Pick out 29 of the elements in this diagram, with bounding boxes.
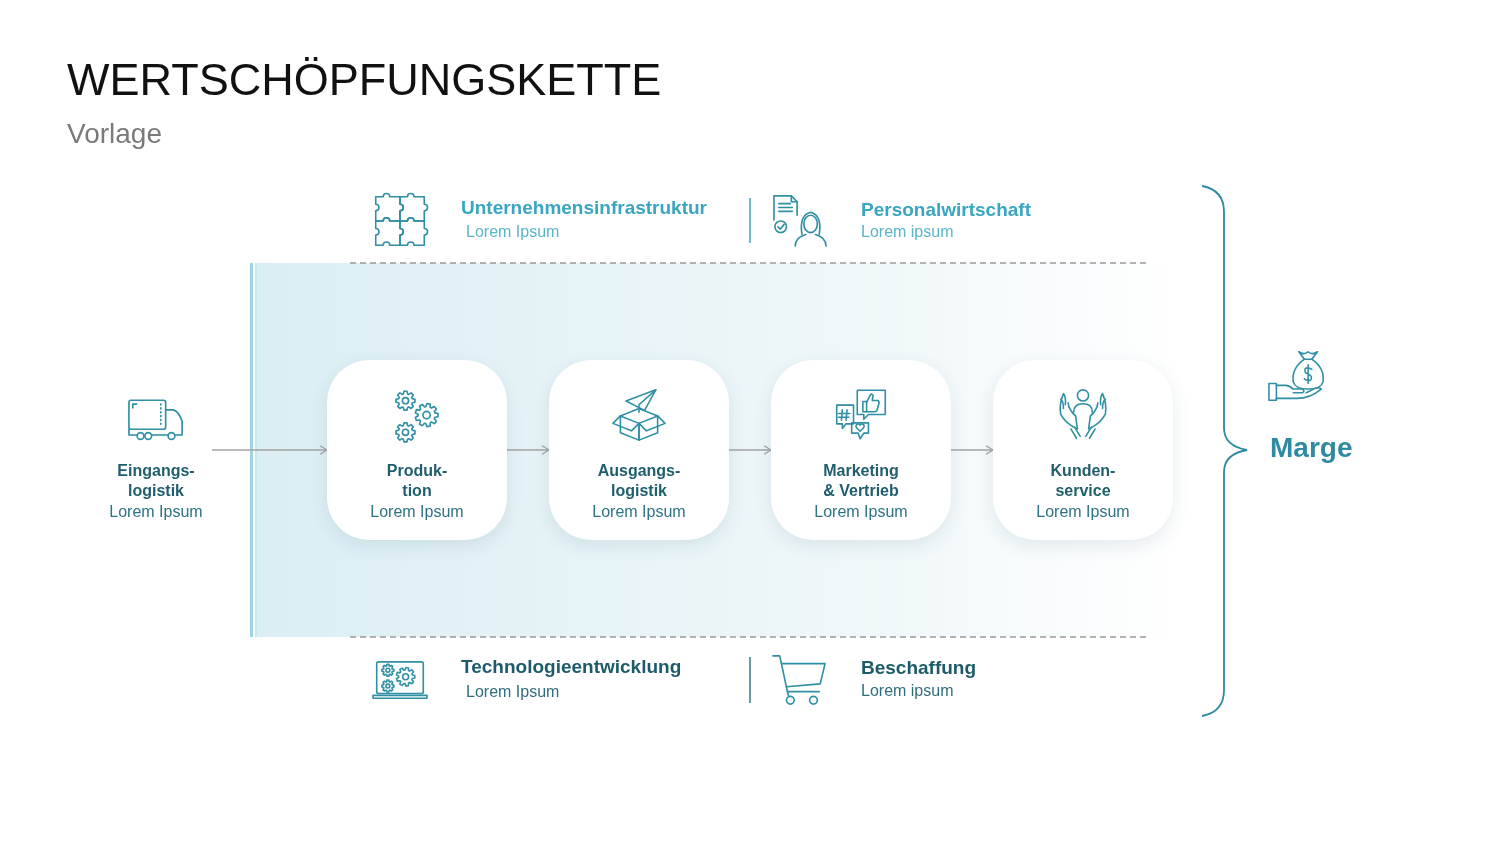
description-text: Lorem Ipsum: [466, 223, 560, 241]
subtitle: Vorlage: [67, 118, 162, 150]
process-card: [993, 360, 1173, 540]
category-heading: Technologieentwicklung: [461, 656, 682, 678]
arrow: [211, 445, 328, 455]
step-description: Lorem Ipsum: [109, 502, 203, 522]
arrow: [950, 445, 994, 455]
process-card: [327, 360, 507, 540]
process-card: [771, 360, 951, 540]
step-title: Produk- tion: [385, 461, 449, 501]
description-text: Lorem ipsum: [861, 223, 954, 241]
category-heading: Personalwirtschaft: [861, 199, 1031, 221]
step-title: Ausgangs- logistik: [596, 461, 682, 501]
step-description: Lorem Ipsum: [814, 502, 908, 522]
step-description: Lorem Ipsum: [370, 502, 464, 522]
arrow: [506, 445, 550, 455]
arrow: [728, 445, 772, 455]
step-title: Eingangs- logistik: [116, 461, 196, 501]
step-description: Lorem Ipsum: [592, 502, 686, 522]
step-title: Kunden- service: [1049, 461, 1117, 501]
category-heading: Unternehmensinfrastruktur: [461, 197, 707, 219]
category-heading: Beschaffung: [861, 657, 977, 679]
margin-label: Marge: [1270, 432, 1353, 464]
step-title: Marketing & Vertrieb: [822, 461, 900, 501]
step-description: Lorem Ipsum: [1036, 502, 1130, 522]
description-text: Lorem Ipsum: [466, 683, 560, 701]
process-card: [549, 360, 729, 540]
description-text: Lorem ipsum: [861, 682, 954, 700]
title: WERTSCHÖPFUNGSKETTE: [67, 54, 662, 106]
